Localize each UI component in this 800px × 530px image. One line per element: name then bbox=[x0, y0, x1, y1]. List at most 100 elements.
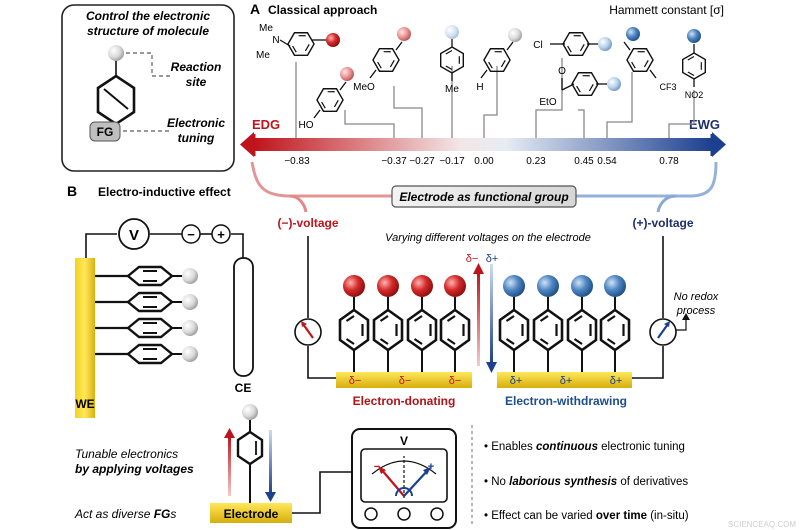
sigma-connectors bbox=[295, 58, 695, 138]
ewg-arrowhead bbox=[712, 132, 726, 157]
reaction-site-ball bbox=[108, 45, 124, 61]
working-electrode bbox=[75, 258, 95, 418]
bullet-1: • Enables continuous electronic tuning bbox=[484, 441, 685, 453]
bottom-benzene bbox=[236, 430, 264, 466]
sigma-label-3: −0.27 bbox=[409, 156, 435, 167]
tunable-line2: by applying voltages bbox=[75, 462, 194, 476]
edg-label: EDG bbox=[252, 117, 280, 132]
box-title-line2: structure of molecule bbox=[87, 24, 209, 38]
neg-voltage-label: (−)-voltage bbox=[277, 216, 338, 230]
sigma-label-8: 0.54 bbox=[597, 156, 617, 167]
we-molecule-1 bbox=[95, 265, 198, 287]
counter-electrode bbox=[233, 257, 254, 377]
we-molecule-2 bbox=[95, 291, 198, 313]
tunable-line1: Tunable electronics bbox=[75, 447, 178, 461]
molecule-me: Me bbox=[440, 25, 464, 95]
varying-text: Varying different voltages on the electr… bbox=[385, 232, 591, 244]
withdrawing-molecules bbox=[498, 275, 631, 372]
sigma-label-1: −0.83 bbox=[284, 156, 310, 167]
delta-plus-1: δ+ bbox=[510, 375, 523, 387]
delta-minus-1: δ− bbox=[349, 375, 362, 387]
sigma-label-2: −0.37 bbox=[381, 156, 407, 167]
watermark: SCIENCEAQ.COM bbox=[728, 520, 796, 529]
no2-label: NO2 bbox=[685, 90, 704, 100]
delta-minus-arrow-label: δ− bbox=[466, 253, 479, 265]
nme2-me-top-label: Me bbox=[259, 23, 273, 34]
panel-b-title: Electro-inductive effect bbox=[98, 185, 231, 199]
molecule-ester: O EtO bbox=[539, 66, 621, 108]
oh-label: HO bbox=[299, 120, 314, 131]
panel-a: A Classical approach Hammett constant [σ… bbox=[240, 1, 726, 167]
act-as-fg: Act as diverse FGs bbox=[74, 507, 176, 521]
up-arrow-head bbox=[473, 263, 484, 274]
sigma-label-9: 0.78 bbox=[659, 156, 679, 167]
reaction-label-line2: site bbox=[186, 75, 207, 89]
up-arrow-shaft bbox=[477, 272, 480, 366]
molecule-ome: MeO bbox=[353, 27, 411, 93]
minus-terminal-label: − bbox=[187, 227, 195, 242]
molecule-cf3: CF3 bbox=[623, 27, 677, 92]
bottom-electrode bbox=[210, 503, 292, 523]
electrode-banner bbox=[391, 185, 577, 208]
molecule-cl: Cl bbox=[533, 26, 612, 62]
sigma-label-6: 0.23 bbox=[526, 156, 546, 167]
ewg-label: EWG bbox=[689, 117, 720, 132]
sigma-label-7: 0.45 bbox=[574, 156, 594, 167]
box-title-line1: Control the electronic bbox=[86, 9, 210, 23]
donating-molecules bbox=[338, 275, 471, 372]
reaction-label-line1: Reaction bbox=[171, 60, 222, 74]
cl-label: Cl bbox=[533, 40, 542, 51]
fg-label: FG bbox=[97, 125, 114, 139]
neg-electrode-bar bbox=[336, 372, 472, 388]
panel-a-title: Classical approach bbox=[268, 3, 377, 17]
panel-a-label: A bbox=[250, 1, 260, 17]
nme2-n-label: N bbox=[272, 35, 279, 46]
ester-o-label: O bbox=[558, 66, 566, 77]
ome-label: MeO bbox=[353, 82, 375, 93]
down-arrow-shaft bbox=[490, 264, 493, 364]
plus-terminal-label: + bbox=[217, 227, 225, 242]
molecule-h: H bbox=[476, 28, 522, 93]
pos-electrode-bar bbox=[497, 372, 632, 388]
we-molecule-3 bbox=[95, 317, 198, 339]
delta-plus-2: δ+ bbox=[560, 375, 573, 387]
meter-device-label: V bbox=[400, 434, 408, 448]
tuning-label-line2: tuning bbox=[178, 131, 215, 145]
delta-minus-3: δ− bbox=[449, 375, 462, 387]
delta-minus-2: δ− bbox=[399, 375, 412, 387]
delta-plus-arrow-label: δ+ bbox=[486, 253, 499, 265]
molecule-oh: HO bbox=[299, 67, 354, 131]
edg-arrowhead bbox=[240, 132, 254, 157]
meter-needle-blue bbox=[403, 469, 429, 497]
bullet-2: • No laborious synthesis of derivatives bbox=[484, 476, 688, 488]
no-redox-line1: No redox bbox=[674, 291, 719, 303]
no-redox-line2: process bbox=[676, 305, 716, 317]
bullet-3: • Effect can be varied over time (in-sit… bbox=[484, 510, 689, 522]
meter-needle-red bbox=[380, 468, 405, 497]
donating-label: Electron-donating bbox=[353, 394, 456, 408]
pos-voltage-label: (+)-voltage bbox=[632, 216, 693, 230]
sigma-label-4: −0.17 bbox=[439, 156, 465, 167]
h-label: H bbox=[476, 82, 483, 93]
plus-terminal bbox=[211, 224, 231, 244]
we-molecule-4 bbox=[95, 343, 198, 365]
minus-terminal bbox=[181, 224, 201, 244]
ester-label: EtO bbox=[539, 97, 556, 108]
panel-b: B Electro-inductive effect V − + WE bbox=[67, 183, 719, 418]
electrode-banner-text: Electrode as functional group bbox=[399, 190, 568, 204]
bottom-section: Tunable electronics by applying voltages… bbox=[74, 404, 796, 529]
me-label: Me bbox=[445, 84, 459, 95]
we-label: WE bbox=[75, 397, 94, 411]
voltmeter-symbol bbox=[118, 218, 150, 250]
panel-b-label: B bbox=[67, 183, 77, 199]
bottom-electrode-label: Electrode bbox=[224, 507, 279, 521]
nme2-me-bottom-label: Me bbox=[256, 50, 270, 61]
sigma-label-5: 0.00 bbox=[474, 156, 494, 167]
molecule-nme2: N Me Me bbox=[256, 23, 340, 62]
down-arrow-head bbox=[486, 362, 497, 373]
withdrawing-label: Electron-withdrawing bbox=[505, 394, 627, 408]
voltmeter-label: V bbox=[129, 227, 139, 244]
molecule-no2: NO2 bbox=[682, 29, 706, 100]
meter-minus-label: − bbox=[374, 461, 380, 473]
